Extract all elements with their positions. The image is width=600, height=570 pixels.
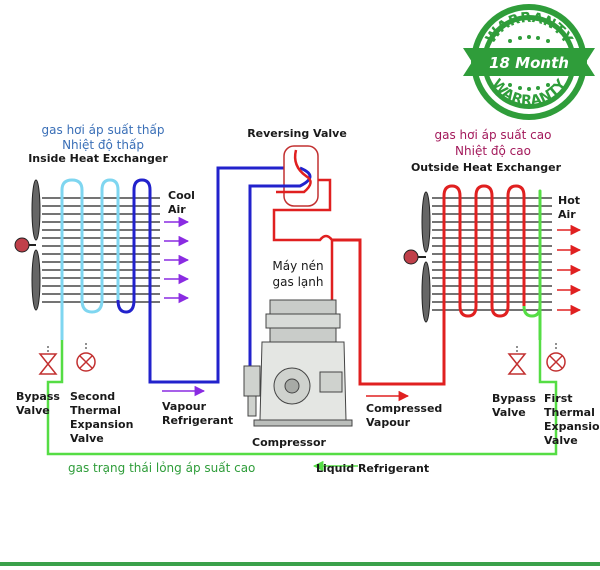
cool-air-label-1: Cool — [168, 189, 195, 202]
first-tev-label-1: First — [544, 392, 573, 405]
inside-coil-vapour-line — [116, 166, 300, 384]
note-low-pressure-2: Nhiệt độ thấp — [62, 138, 144, 152]
compressed-vapour-label-1: Compressed — [366, 402, 442, 415]
second-tev-label-4: Valve — [70, 432, 104, 445]
outside-coil-liquid — [522, 189, 542, 340]
outside-heat-exchanger: Hot Air — [403, 184, 582, 380]
note-high-pressure-1: gas hơi áp suất cao — [435, 128, 552, 142]
badge-center-text: 18 Month — [489, 54, 569, 72]
first-tev-label-2: Thermal — [544, 406, 595, 419]
reversing-valve-title: Reversing Valve — [247, 127, 347, 140]
second-tev-label-1: Second — [70, 390, 115, 403]
vapour-ref-label-1: Vapour — [162, 400, 207, 413]
second-tev-label-2: Thermal — [70, 404, 121, 417]
inside-hx-title: Inside Heat Exchanger — [28, 152, 168, 165]
badge-stars — [508, 35, 550, 91]
right-bypass-label-1: Bypass — [492, 392, 536, 405]
liquid-line — [46, 340, 558, 456]
suction-line — [248, 184, 276, 370]
right-bypass-valve-icon — [507, 346, 527, 375]
inside-coil-cold — [60, 178, 120, 340]
compressor-vi-2: gas lạnh — [273, 275, 324, 289]
left-bypass-valve-icon — [38, 346, 58, 375]
vapour-ref-label-2: Refrigerant — [162, 414, 233, 427]
compressed-vapour-label-2: Vapour — [366, 416, 411, 429]
inside-fan-icon — [14, 179, 41, 311]
compressor-icon — [243, 299, 353, 427]
cool-air-label-2: Air — [168, 203, 186, 216]
note-high-pressure-2: Nhiệt độ cao — [455, 144, 531, 158]
compressor-vi-1: Máy nén — [272, 259, 323, 273]
outside-coil-hot — [442, 184, 526, 380]
note-liquid-high-pressure: gas trạng thái lỏng áp suất cao — [68, 461, 255, 475]
hot-air-arrows — [557, 224, 582, 316]
hot-air-label-1: Hot — [558, 194, 580, 207]
first-tev-label-4: Valve — [544, 434, 578, 447]
inside-heat-exchanger: Cool Air — [14, 166, 300, 384]
outside-fan-icon — [403, 191, 431, 323]
left-bypass-label-2: Valve — [16, 404, 50, 417]
cool-air-arrows — [164, 216, 190, 304]
second-tev-label-3: Expansion — [70, 418, 133, 431]
note-low-pressure-1: gas hơi áp suất thấp — [42, 123, 165, 137]
left-expansion-valve-icon — [76, 343, 96, 372]
badge-ribbon — [463, 48, 595, 76]
compressed-vapour-line — [332, 238, 446, 386]
left-bypass-label-1: Bypass — [16, 390, 60, 403]
liquid-refrigerant-label: Liquid Refrigerant — [316, 462, 429, 475]
warranty-badge: WARRANTY WARRANTY 18 Month — [463, 4, 595, 120]
reversing-valve — [276, 145, 319, 207]
hot-air-label-2: Air — [558, 208, 576, 221]
compressor-label: Compressor — [252, 436, 327, 449]
right-bypass-label-2: Valve — [492, 406, 526, 419]
first-tev-label-3: Expansion — [544, 420, 600, 433]
outside-hx-title: Outside Heat Exchanger — [411, 161, 562, 174]
bottom-accent-bar — [0, 562, 600, 566]
discharge-line — [272, 178, 334, 300]
right-expansion-valve-icon — [546, 343, 566, 372]
